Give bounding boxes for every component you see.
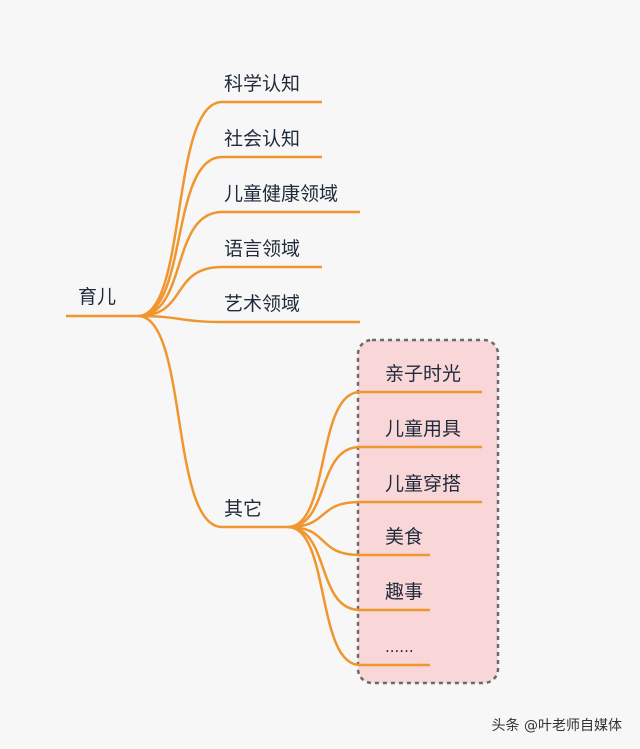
branch-node[interactable]: 语言领域	[224, 238, 301, 260]
connector-branch-3	[137, 210, 223, 318]
connector-branch-1	[137, 100, 223, 318]
sub-branch-node[interactable]: ......	[385, 638, 414, 656]
connector-branch-4	[137, 265, 223, 318]
branch-node[interactable]: 艺术领域	[224, 293, 301, 315]
sub-branch-node[interactable]: 亲子时光	[385, 363, 462, 385]
branch-node[interactable]: 科学认知	[224, 73, 301, 95]
watermark: 头条 @叶老师自媒体	[491, 718, 622, 734]
sub-branch-node[interactable]: 儿童穿搭	[385, 473, 462, 495]
sub-branch-node[interactable]: 儿童用具	[385, 418, 462, 440]
connector-sub-3	[287, 500, 361, 529]
connector-sub-2	[287, 445, 361, 529]
sub-branch-node[interactable]: 美食	[385, 526, 424, 548]
connector-sub-6	[287, 525, 361, 667]
connector-branch-6	[137, 314, 223, 529]
branch-node[interactable]: 儿童健康领域	[224, 183, 339, 205]
branch-node[interactable]: 其它	[224, 498, 263, 520]
connector-branch-5	[137, 314, 223, 324]
sub-branch-node[interactable]: 趣事	[385, 581, 424, 603]
group-box	[356, 338, 500, 685]
connector-sub-5	[287, 525, 361, 612]
connector-sub-4	[287, 525, 361, 557]
connector-sub-1	[287, 390, 361, 529]
connector-branch-2	[137, 155, 223, 318]
root-node[interactable]: 育儿	[78, 286, 117, 308]
branch-node[interactable]: 社会认知	[224, 128, 301, 150]
